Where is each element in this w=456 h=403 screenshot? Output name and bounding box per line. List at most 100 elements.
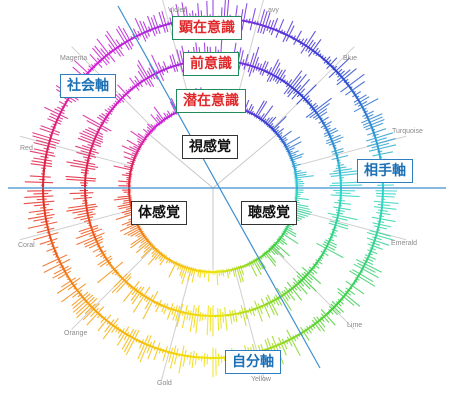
spectrum-bar: [146, 15, 156, 37]
spectrum-bar: [52, 267, 72, 279]
spectrum-bar: [104, 319, 115, 333]
spectrum-bar: [252, 56, 260, 73]
spectrum-bar: [193, 307, 197, 328]
spectrum-bar: [155, 116, 164, 126]
spectrum-bar: [105, 34, 122, 57]
spectrum-bar: [80, 171, 89, 174]
spectrum-bar: [285, 79, 293, 88]
spectrum-bar: [104, 108, 113, 116]
spectrum-bar: [324, 129, 339, 138]
spectrum-bar: [279, 136, 287, 143]
spectrum-bar: [139, 335, 152, 363]
spectrum-bar: [191, 350, 195, 369]
spectrum-bar: [60, 283, 87, 303]
spectrum-bar: [306, 325, 312, 334]
axis-partner: 相手軸: [357, 159, 413, 183]
spectrum-bar: [292, 281, 302, 292]
spectrum-bar: [373, 206, 397, 210]
spectrum-bar: [312, 47, 319, 55]
spectrum-bar: [66, 205, 98, 212]
spectrum-bar: [366, 132, 394, 142]
spectrum-bar: [286, 336, 293, 347]
spectrum-bar: [293, 180, 304, 183]
spectrum-bar: [89, 53, 103, 68]
spectrum-bar: [255, 62, 260, 71]
spectrum-bar: [123, 199, 134, 202]
spectrum-bar: [333, 206, 351, 211]
spectrum-bar: [84, 303, 96, 315]
sense-auditory: 聴感覚: [241, 201, 297, 225]
spectrum-bar: [111, 269, 118, 275]
spectrum-bar: [70, 164, 96, 170]
ring-arc: [194, 356, 214, 359]
spectrum-bar: [265, 296, 275, 315]
spectrum-bar: [330, 194, 360, 198]
spectrum-bar: [367, 128, 387, 136]
spectrum-bar: [115, 39, 123, 50]
spectrum-bar: [308, 266, 318, 274]
spectrum-bar: [282, 20, 294, 43]
spectrum-bar: [88, 65, 94, 71]
spectrum-bar: [270, 18, 279, 36]
spectrum-bar: [73, 213, 96, 220]
spectrum-bar: [301, 273, 312, 284]
spectrum-bar: [194, 353, 198, 365]
spectrum-bar: [169, 55, 176, 73]
spectrum-bar: [44, 106, 69, 120]
spectrum-bar: [102, 317, 119, 340]
spectrum-bar: [357, 100, 368, 107]
spectrum-bar: [334, 201, 352, 205]
spectrum-bar: [292, 277, 308, 295]
color-label-emerald: Emerald: [391, 240, 418, 247]
spectrum-bar: [209, 307, 212, 332]
spectrum-bar: [77, 137, 102, 148]
spectrum-bar: [56, 106, 66, 112]
ring-arc: [128, 178, 131, 189]
spectrum-bar: [320, 250, 329, 257]
ring-arc: [64, 272, 77, 289]
spectrum-bar: [155, 299, 162, 313]
spectrum-bar: [176, 262, 182, 271]
spectrum-bar: [165, 257, 171, 264]
spectrum-bar: [58, 101, 69, 107]
spectrum-bar: [345, 287, 356, 296]
spectrum-bar: [190, 265, 195, 277]
spectrum-bar: [115, 28, 130, 51]
spectrum-bar: [336, 69, 351, 82]
spectrum-bar: [333, 168, 352, 172]
spectrum-bar: [118, 93, 125, 100]
spectrum-bar: [85, 128, 104, 138]
spectrum-bar: [364, 256, 374, 262]
spectrum-bar: [115, 97, 122, 104]
spectrum-bar: [76, 232, 105, 246]
ring-arc: [42, 169, 45, 189]
spectrum-bar: [36, 198, 47, 201]
spectrum-bar: [366, 231, 394, 241]
color-label-blue: Blue: [343, 55, 358, 62]
spectrum-bar: [336, 68, 357, 86]
spectrum-bar: [168, 347, 174, 363]
spectrum-bar: [320, 313, 330, 324]
spectrum-bar: [222, 268, 225, 277]
axis-social: 社会軸: [60, 74, 116, 98]
ring-arc: [199, 314, 214, 318]
spectrum-bar: [24, 181, 54, 184]
spectrum-bar: [99, 257, 113, 268]
spectrum-bar: [123, 329, 137, 353]
spectrum-bar: [290, 163, 301, 168]
spectrum-bar: [248, 307, 253, 315]
spectrum-bar: [86, 120, 108, 132]
spectrum-bar: [285, 25, 295, 42]
spectrum-bar: [131, 286, 139, 296]
spectrum-bar: [296, 84, 317, 105]
axis-line: [117, 5, 321, 369]
spectrum-bar: [331, 181, 358, 184]
ring-arc: [98, 313, 114, 327]
spectrum-bar: [312, 108, 328, 119]
spectrum-bar: [176, 303, 184, 327]
spectrum-bar: [335, 166, 347, 170]
spectrum-bar: [377, 203, 391, 207]
spectrum-bar: [81, 144, 97, 151]
spectrum-bar: [82, 303, 100, 321]
spectrum-bar: [40, 155, 49, 159]
